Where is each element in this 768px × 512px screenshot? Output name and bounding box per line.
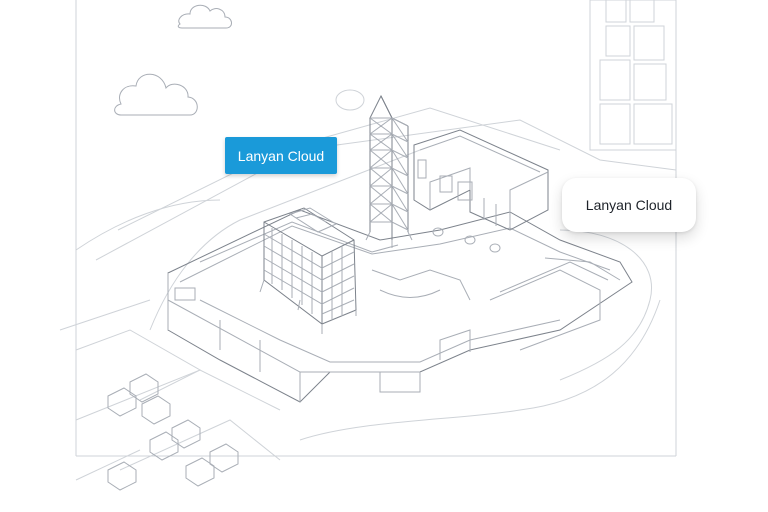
cloud-icon	[177, 4, 232, 29]
lattice-tower	[365, 94, 413, 248]
location-tag-blue[interactable]: Lanyan Cloud	[225, 137, 337, 174]
location-tag-blue-label: Lanyan Cloud	[237, 147, 325, 164]
parking-blocks	[75, 329, 281, 491]
podium-platform	[167, 209, 633, 403]
terrain-contours	[59, 89, 677, 441]
location-tag-white-label: Lanyan Cloud	[585, 197, 673, 213]
cloud-icon	[114, 73, 198, 116]
plan-blocks-top-right	[589, 0, 677, 151]
location-tag-white[interactable]: Lanyan Cloud	[562, 178, 696, 232]
left-glass-building	[259, 207, 357, 334]
right-building	[413, 129, 549, 231]
